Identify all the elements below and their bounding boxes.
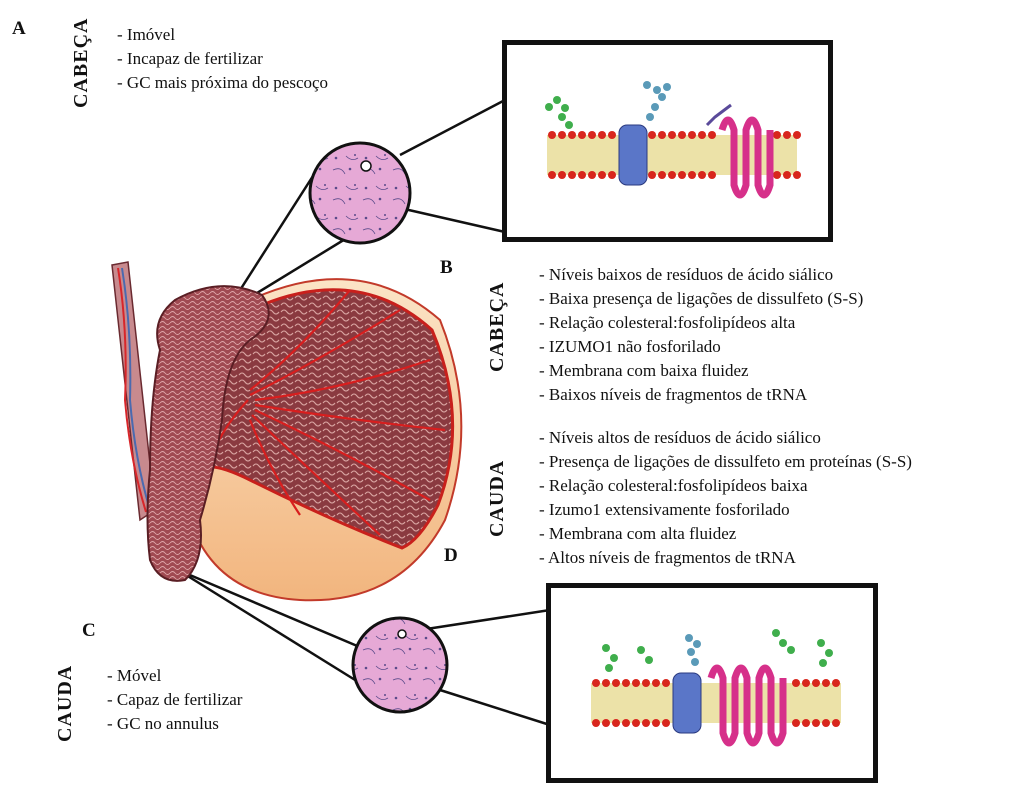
panel-a-letter: A — [12, 18, 26, 40]
glycan-teal — [643, 81, 671, 121]
list-item: - IZUMO1 não fosforilado — [539, 335, 863, 359]
glycan-green — [545, 96, 573, 129]
list-item: - Imóvel — [117, 23, 328, 47]
transmembrane-protein-blue — [619, 125, 647, 185]
list-item: - Membrana com alta fluidez — [539, 522, 912, 546]
list-item: - Izumo1 extensivamente fosforilado — [539, 498, 912, 522]
lipid-bilayer — [591, 679, 841, 727]
list-item: - GC mais próxima do pescoço — [117, 71, 328, 95]
panel-b-head-list: - Níveis baixos de resíduos de ácido siá… — [539, 263, 863, 407]
membrane-tail-diagram — [551, 588, 873, 778]
panel-c-region-label: CAUDA — [54, 665, 77, 742]
list-item: - Móvel — [107, 664, 242, 688]
panel-b-head-region-label: CABEÇA — [486, 282, 509, 372]
list-item: - Baixos níveis de fragmentos de tRNA — [539, 383, 863, 407]
membrane-head-diagram — [507, 45, 828, 237]
panel-c-list: - Móvel - Capaz de fertilizar - GC no an… — [107, 664, 242, 736]
list-item: - Capaz de fertilizar — [107, 688, 242, 712]
list-item: - Membrana com baixa fluidez — [539, 359, 863, 383]
list-item: - Relação colesteral:fosfolipídeos alta — [539, 311, 863, 335]
panel-d-letter: D — [444, 545, 458, 567]
magnified-circle-head — [310, 143, 410, 243]
list-item: - Níveis altos de resíduos de ácido siál… — [539, 426, 912, 450]
panel-b-letter: B — [440, 257, 453, 279]
panel-b-tail-list: - Níveis altos de resíduos de ácido siál… — [539, 426, 912, 570]
list-item: - Presença de ligações de dissulfeto em … — [539, 450, 912, 474]
list-item: - Relação colesteral:fosfolipídeos baixa — [539, 474, 912, 498]
list-item: - GC no annulus — [107, 712, 242, 736]
panel-a-region-label: CABEÇA — [70, 18, 93, 108]
glycan-teal — [685, 634, 701, 666]
magnified-circle-tail — [353, 618, 447, 712]
list-item: - Altos níveis de fragmentos de tRNA — [539, 546, 912, 570]
list-item: - Níveis baixos de resíduos de ácido siá… — [539, 263, 863, 287]
transmembrane-protein-pink — [711, 668, 783, 743]
panel-a-list: - Imóvel - Incapaz de fertilizar - GC ma… — [117, 23, 328, 95]
panel-c-letter: C — [82, 620, 96, 642]
panel-b-tail-region-label: CAUDA — [486, 460, 509, 537]
list-item: - Baixa presença de ligações de dissulfe… — [539, 287, 863, 311]
list-item: - Incapaz de fertilizar — [117, 47, 328, 71]
transmembrane-protein-blue — [673, 673, 701, 733]
lipid-bilayer — [547, 131, 801, 179]
membrane-box-tail — [546, 583, 878, 783]
membrane-box-head — [502, 40, 833, 242]
